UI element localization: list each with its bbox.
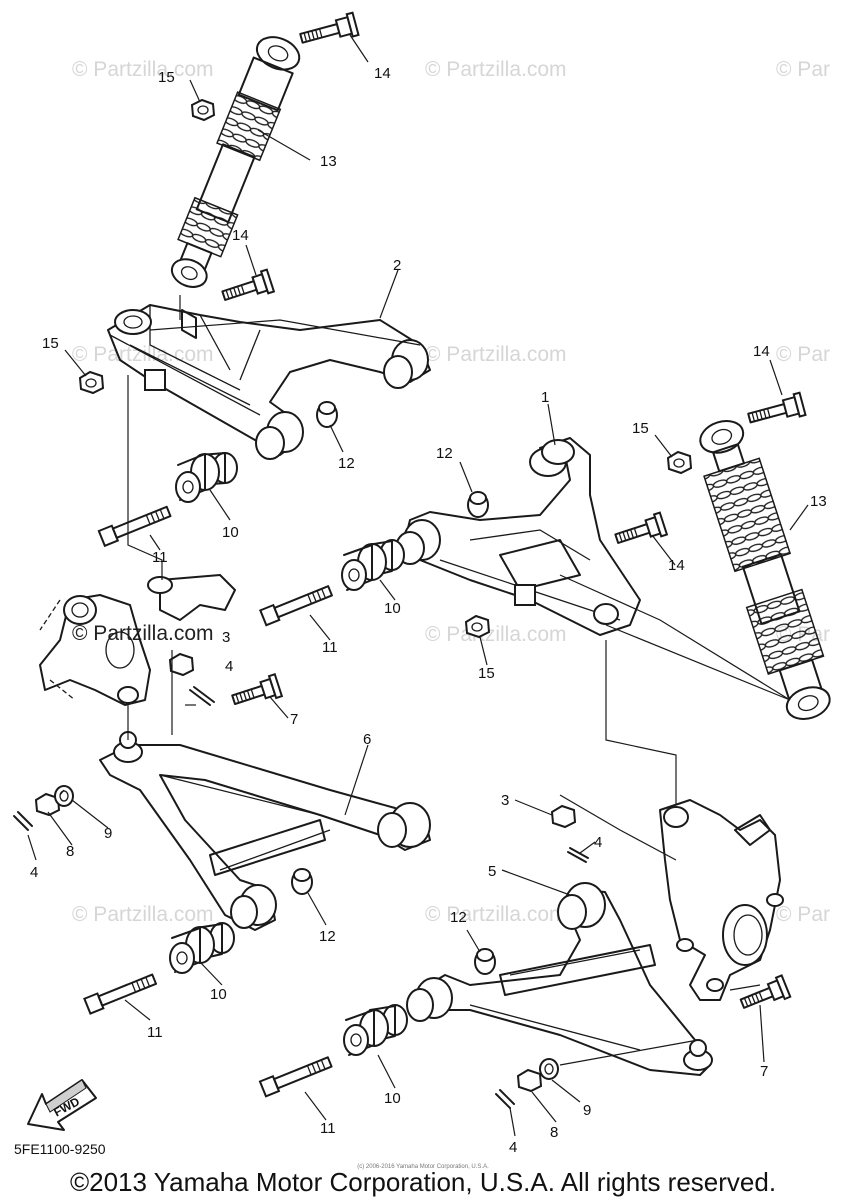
leader-lines bbox=[27, 34, 809, 1137]
callout-15: 15 bbox=[632, 420, 649, 437]
nut-12-upper-right bbox=[467, 491, 489, 518]
nut-15-right-lower bbox=[464, 614, 491, 639]
cotter-pin-4 bbox=[189, 686, 215, 706]
callout-4: 4 bbox=[509, 1139, 517, 1156]
nut-12-upper-left bbox=[316, 401, 338, 428]
callout-7: 7 bbox=[760, 1063, 768, 1080]
lower-a-arm-left bbox=[99, 731, 431, 931]
upper-a-arm-left bbox=[107, 304, 431, 460]
washer-9-left bbox=[54, 785, 74, 807]
callout-12: 12 bbox=[450, 909, 467, 926]
bushing-10-upper-right bbox=[341, 539, 405, 591]
nut-8-left bbox=[34, 792, 61, 817]
bolt-14-right bbox=[614, 511, 669, 544]
bolt-11-upper-right bbox=[259, 585, 333, 627]
nut-15-left bbox=[78, 370, 105, 395]
nut-15-top bbox=[190, 98, 216, 122]
diagram-code: 5FE1100-9250 bbox=[14, 1141, 106, 1157]
callout-8: 8 bbox=[550, 1124, 558, 1141]
watermark-prominent: © Partzilla.com bbox=[72, 622, 214, 645]
bushing-10-upper-left bbox=[175, 452, 238, 503]
watermark: © Partzilla.com bbox=[425, 903, 567, 926]
callout-15: 15 bbox=[42, 335, 59, 352]
callout-1: 1 bbox=[541, 389, 549, 406]
bolt-11-lower-left bbox=[83, 973, 158, 1015]
nut-15-right-top bbox=[666, 450, 693, 475]
callout-11: 11 bbox=[322, 639, 338, 656]
callout-10: 10 bbox=[384, 600, 401, 617]
callout-12: 12 bbox=[319, 928, 336, 945]
shock-absorber-right bbox=[699, 420, 831, 720]
callout-12: 12 bbox=[338, 455, 355, 472]
callout-8: 8 bbox=[66, 843, 74, 860]
bushing-10-lower-right bbox=[343, 1004, 408, 1056]
steering-knuckle-left bbox=[39, 574, 236, 706]
bolt-7-right bbox=[739, 974, 792, 1009]
callout-14: 14 bbox=[668, 557, 685, 574]
callout-9: 9 bbox=[583, 1102, 591, 1119]
upper-a-arm-right bbox=[395, 437, 641, 636]
bolt-11-lower-right bbox=[258, 1056, 333, 1098]
watermark: © Par bbox=[776, 903, 830, 926]
watermark: © Partzilla.com bbox=[425, 343, 567, 366]
callout-5: 5 bbox=[488, 863, 496, 880]
bolt-7-left bbox=[231, 673, 284, 706]
watermark: © Par bbox=[776, 343, 830, 366]
watermark: © Partzilla.com bbox=[425, 58, 567, 81]
copyright-notice: ©2013 Yamaha Motor Corporation, U.S.A. A… bbox=[69, 1167, 777, 1197]
callout-2: 2 bbox=[393, 257, 401, 274]
shock-absorber-upper-left bbox=[170, 36, 301, 288]
watermark-layer: © Partzilla.com © Partzilla.com © Par © … bbox=[72, 58, 830, 926]
watermark: © Partzilla.com bbox=[72, 903, 214, 926]
cotter-pin-4 bbox=[13, 811, 33, 831]
cotter-pin-4 bbox=[495, 1089, 515, 1109]
steering-knuckle-right bbox=[659, 799, 784, 1001]
callout-3: 3 bbox=[501, 792, 509, 809]
callout-14: 14 bbox=[232, 227, 249, 244]
callout-3: 3 bbox=[222, 629, 230, 646]
callout-15: 15 bbox=[158, 69, 175, 86]
fwd-arrow-icon: FWD bbox=[27, 1079, 97, 1131]
bolt-14-top bbox=[299, 11, 360, 44]
bolt-11-upper-left bbox=[97, 505, 172, 548]
callout-10: 10 bbox=[222, 524, 239, 541]
lower-a-arm-right bbox=[406, 882, 713, 1076]
callout-10: 10 bbox=[384, 1090, 401, 1107]
callout-4: 4 bbox=[30, 864, 38, 881]
nut-3-right bbox=[550, 804, 577, 829]
callout-6: 6 bbox=[363, 731, 371, 748]
nut-12-lower-left bbox=[291, 868, 313, 895]
callout-4: 4 bbox=[594, 834, 602, 851]
callout-4: 4 bbox=[225, 658, 233, 675]
callout-7: 7 bbox=[290, 711, 298, 728]
callout-15: 15 bbox=[478, 665, 495, 682]
callout-11: 11 bbox=[152, 549, 168, 566]
callout-11: 11 bbox=[320, 1120, 336, 1137]
small-copyright-notice: (c) 2006-2016 Yamaha Motor Corporation, … bbox=[357, 1164, 489, 1170]
nut-3-left bbox=[168, 652, 195, 677]
callout-12: 12 bbox=[436, 445, 453, 462]
callout-13: 13 bbox=[320, 153, 337, 170]
callout-14: 14 bbox=[753, 343, 770, 360]
washer-9-right bbox=[539, 1058, 559, 1080]
callout-13: 13 bbox=[810, 493, 827, 510]
watermark: © Partzilla.com bbox=[425, 623, 567, 646]
bolt-14-mid bbox=[221, 268, 276, 301]
nut-8-right bbox=[516, 1068, 543, 1093]
watermark: © Partzilla.com bbox=[72, 343, 214, 366]
callout-14: 14 bbox=[374, 65, 391, 82]
callout-11: 11 bbox=[147, 1024, 163, 1041]
bolt-14-far-right bbox=[747, 391, 807, 424]
watermark: © Par bbox=[776, 58, 830, 81]
callout-10: 10 bbox=[210, 986, 227, 1003]
callout-numbers: 14 15 13 14 2 15 12 10 11 1 12 14 14 15 … bbox=[30, 65, 827, 1156]
cotter-pin-4 bbox=[567, 847, 589, 863]
nut-12-lower-right bbox=[474, 948, 496, 975]
watermark: © Partzilla.com bbox=[72, 58, 214, 81]
callout-9: 9 bbox=[104, 825, 112, 842]
bushing-10-lower-left bbox=[169, 922, 235, 974]
